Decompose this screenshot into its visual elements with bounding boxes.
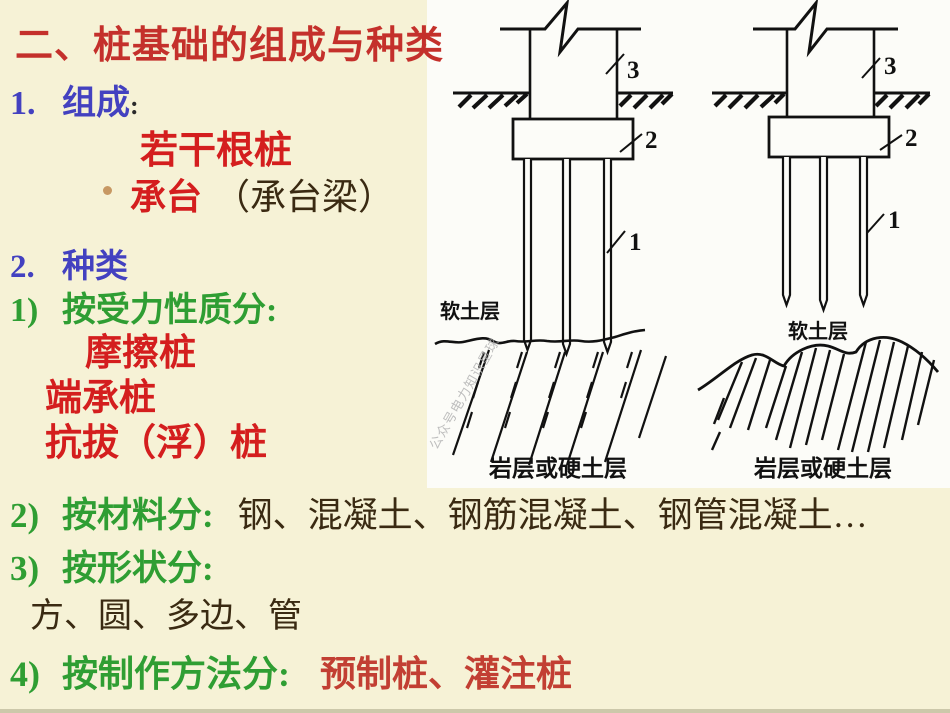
category-2-label: 按材料分: — [62, 496, 214, 535]
rock-layer-label: 岩层或硬土层 — [488, 456, 627, 481]
leader-3 — [605, 53, 625, 75]
piles — [522, 159, 613, 358]
bullet-icon — [103, 186, 112, 195]
cap-note: （承台梁） — [214, 177, 395, 217]
composition-item-cap: 承台 （承台梁） — [103, 178, 394, 217]
rock-hatch — [451, 349, 668, 466]
ground-hatch — [457, 92, 674, 110]
title-text: 二、桩基础的组成与种类 — [15, 25, 445, 67]
pile-cap — [511, 117, 635, 161]
rock-hatch — [710, 339, 936, 453]
friction-pile-diagram: 3 2 1 软土层 岩层或硬土层 — [697, 0, 940, 481]
cap-term: 承台 — [130, 177, 203, 217]
category-1-number: 1) — [10, 292, 39, 329]
soft-layer-label: 软土层 — [440, 299, 500, 323]
section-1-number: 1. — [10, 85, 36, 122]
ground-hatch — [713, 92, 931, 110]
end-bearing-pile-diagram: 3 2 1 软土层 岩层或硬土层 — [434, 0, 674, 481]
diagram-panel: 3 2 1 软土层 岩层或硬土层 — [427, 0, 950, 488]
rock-surface-line — [697, 336, 940, 392]
pile-type-friction: 摩擦桩 — [85, 333, 196, 374]
slide-bottom-edge — [0, 709, 950, 713]
section-1-colon: : — [130, 91, 139, 120]
category-3-heading: 3) 按形状分: — [10, 550, 214, 588]
diagram-label-1: 1 — [629, 229, 642, 256]
page-title: 二、桩基础的组成与种类 — [15, 25, 445, 67]
category-4-number: 4) — [10, 654, 40, 694]
diagram-label-3: 3 — [884, 53, 897, 80]
diagram-label-2: 2 — [905, 125, 918, 152]
category-4-methods: 预制桩、灌注桩 — [320, 654, 573, 694]
diagram-label-1: 1 — [888, 207, 901, 234]
diagram-label-3: 3 — [627, 57, 640, 84]
pile-type-uplift: 抗拔（浮）桩 — [45, 423, 267, 464]
pile-type-end-bearing: 端承桩 — [45, 378, 156, 419]
column-break-line — [753, 0, 898, 58]
category-2-materials: 钢、混凝土、钢筋混凝土、钢管混凝土… — [237, 496, 868, 535]
leader-1 — [866, 213, 885, 234]
leader-2 — [619, 133, 643, 153]
column-break-line — [500, 0, 641, 58]
category-3-shapes: 方、圆、多边、管 — [30, 598, 302, 635]
section-1-label: 组成 — [62, 85, 130, 122]
rock-layer-label: 岩层或硬土层 — [753, 456, 892, 481]
category-3-number: 3) — [10, 549, 40, 588]
category-1-heading: 1) 按受力性质分: — [10, 292, 278, 330]
leader-3 — [861, 57, 881, 79]
section-2-heading: 2. 种类 — [10, 249, 128, 286]
leader-2 — [879, 134, 903, 151]
category-2-number: 2) — [10, 496, 40, 535]
category-4-line: 4) 按制作方法分: 预制桩、灌注桩 — [10, 655, 572, 694]
category-3-label: 按形状分: — [62, 549, 214, 588]
composition-item-piles: 若干根桩 — [140, 130, 293, 172]
rock-surface-line — [434, 328, 646, 346]
pile-cap — [767, 115, 891, 159]
category-1-label: 按受力性质分: — [62, 292, 278, 329]
section-2-number: 2. — [10, 249, 35, 285]
soft-layer-label: 软土层 — [788, 319, 848, 343]
piles — [781, 157, 869, 314]
category-4-label: 按制作方法分: — [62, 654, 290, 694]
section-2-label: 种类 — [62, 249, 128, 285]
leader-1 — [606, 230, 626, 254]
section-1-heading: 1. 组成: — [10, 85, 139, 123]
diagram-label-2: 2 — [645, 127, 658, 154]
category-2-line: 2) 按材料分: 钢、混凝土、钢筋混凝土、钢管混凝土… — [10, 497, 868, 535]
